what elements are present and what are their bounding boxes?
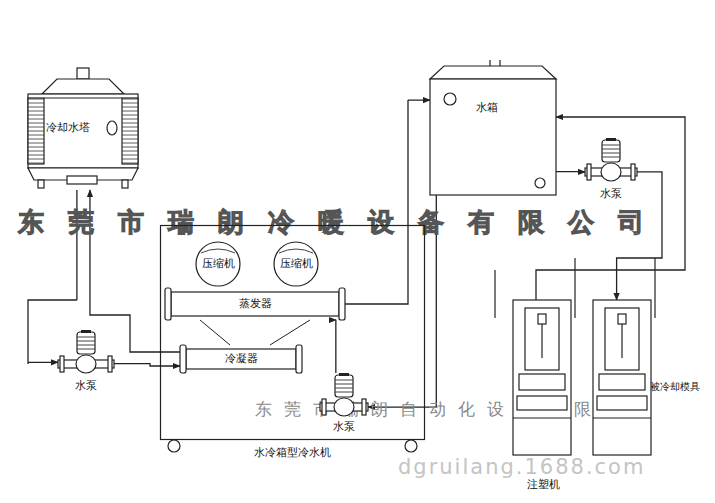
pipe-connector xyxy=(335,320,336,373)
branch-pipe xyxy=(574,258,575,318)
branch-pipe xyxy=(494,270,495,318)
node-label: 水冷箱型冷水机 xyxy=(254,446,331,459)
node-label: 冷凝器 xyxy=(225,352,258,365)
watermark: 东莞市瑞朗冷暖设备有限公司 xyxy=(18,207,668,237)
branch-pipe xyxy=(654,258,655,318)
water-pump: 水泵 xyxy=(320,373,368,435)
water-pump: 水泵 xyxy=(585,138,637,202)
compressor: 压缩机 xyxy=(273,241,319,287)
node-label: 注塑机 xyxy=(527,478,560,491)
compressor: 压缩机 xyxy=(195,241,241,287)
condenser: 冷凝器 xyxy=(180,345,302,373)
node-label: 水泵 xyxy=(333,420,355,433)
node-label: 压缩机 xyxy=(202,257,235,270)
evaporator: 蒸发器 xyxy=(165,288,345,320)
cooling-tower: 冷却水塔 xyxy=(22,68,144,190)
water-tank-shape xyxy=(430,65,556,195)
watermark: dgruilang.1688.com xyxy=(398,455,645,479)
node-label: 蒸发器 xyxy=(239,297,272,310)
node-label: 水泵 xyxy=(600,187,622,200)
water-tank: 水箱 xyxy=(430,65,556,195)
water-pump: 水泵 xyxy=(58,330,114,396)
node-label: 压缩机 xyxy=(280,257,313,270)
pipe-connector xyxy=(114,364,180,366)
chiller-unit: 压缩机压缩机蒸发器冷凝器水泵水冷箱型冷水机 xyxy=(160,225,425,440)
node-label: 水泵 xyxy=(75,379,97,392)
pipe-connector xyxy=(345,100,430,304)
pipe-connector xyxy=(556,171,585,173)
injection-molding-machine: 注塑机 xyxy=(505,300,660,472)
callout-label: 被冷却模具 xyxy=(650,381,700,393)
node-label: 冷却水塔 xyxy=(46,121,90,134)
injection-molding-machine-shape xyxy=(505,300,660,472)
node-label: 水箱 xyxy=(476,101,498,114)
